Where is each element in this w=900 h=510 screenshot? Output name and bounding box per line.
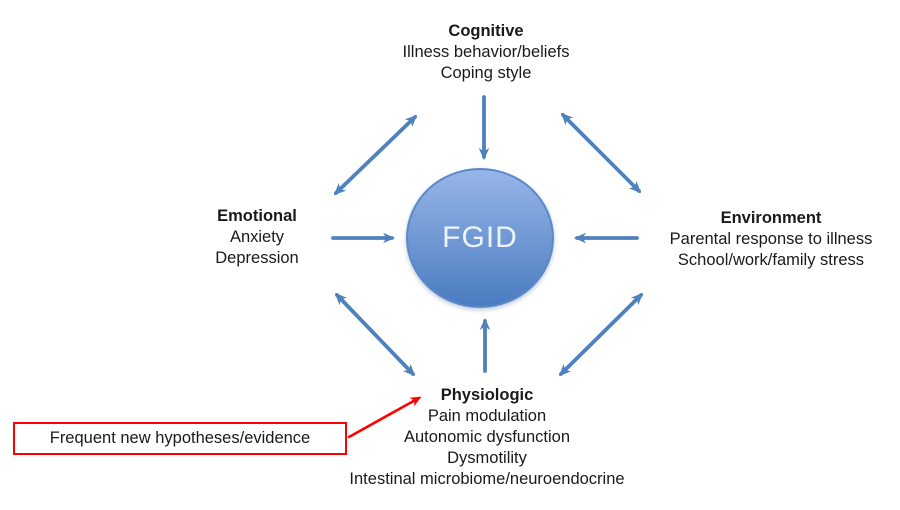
node-cognitive-item: Coping style — [440, 64, 532, 82]
node-environment-title: Environment — [720, 209, 822, 227]
node-physiologic-item: Intestinal microbiome/neuroendocrine — [349, 470, 625, 488]
arrow-emotional-physiologic — [334, 292, 416, 377]
callout-box: Frequent new hypotheses/evidence — [13, 422, 347, 455]
node-physiologic-item: Pain modulation — [427, 407, 547, 425]
arrow-cognitive-environment — [560, 112, 642, 194]
node-physiologic-title: Physiologic — [440, 386, 534, 404]
fgid-label: FGID — [442, 221, 518, 254]
node-environment-item: School/work/family stress — [677, 251, 865, 269]
node-emotional-item: Depression — [215, 249, 299, 267]
callout-label: Frequent new hypotheses/evidence — [49, 429, 311, 447]
fgid-circle: FGID — [406, 168, 554, 308]
node-environment: Environment Parental response to illness… — [646, 208, 896, 271]
node-physiologic-item: Dysmotility — [447, 449, 527, 467]
node-emotional: Emotional Anxiety Depression — [132, 206, 382, 269]
node-physiologic-item: Autonomic dysfunction — [403, 428, 570, 446]
node-environment-item: Parental response to illness — [669, 230, 873, 248]
node-cognitive-title: Cognitive — [448, 22, 524, 40]
arrow-emotional-cognitive — [333, 114, 418, 196]
node-emotional-title: Emotional — [217, 207, 297, 225]
node-cognitive: Cognitive Illness behavior/beliefs Copin… — [311, 21, 661, 84]
arrow-environment-physiologic — [558, 292, 644, 377]
node-cognitive-item: Illness behavior/beliefs — [402, 43, 570, 61]
node-physiologic: Physiologic Pain modulation Autonomic dy… — [317, 385, 657, 490]
callout-arrow — [347, 396, 422, 439]
node-emotional-item: Anxiety — [229, 228, 285, 246]
